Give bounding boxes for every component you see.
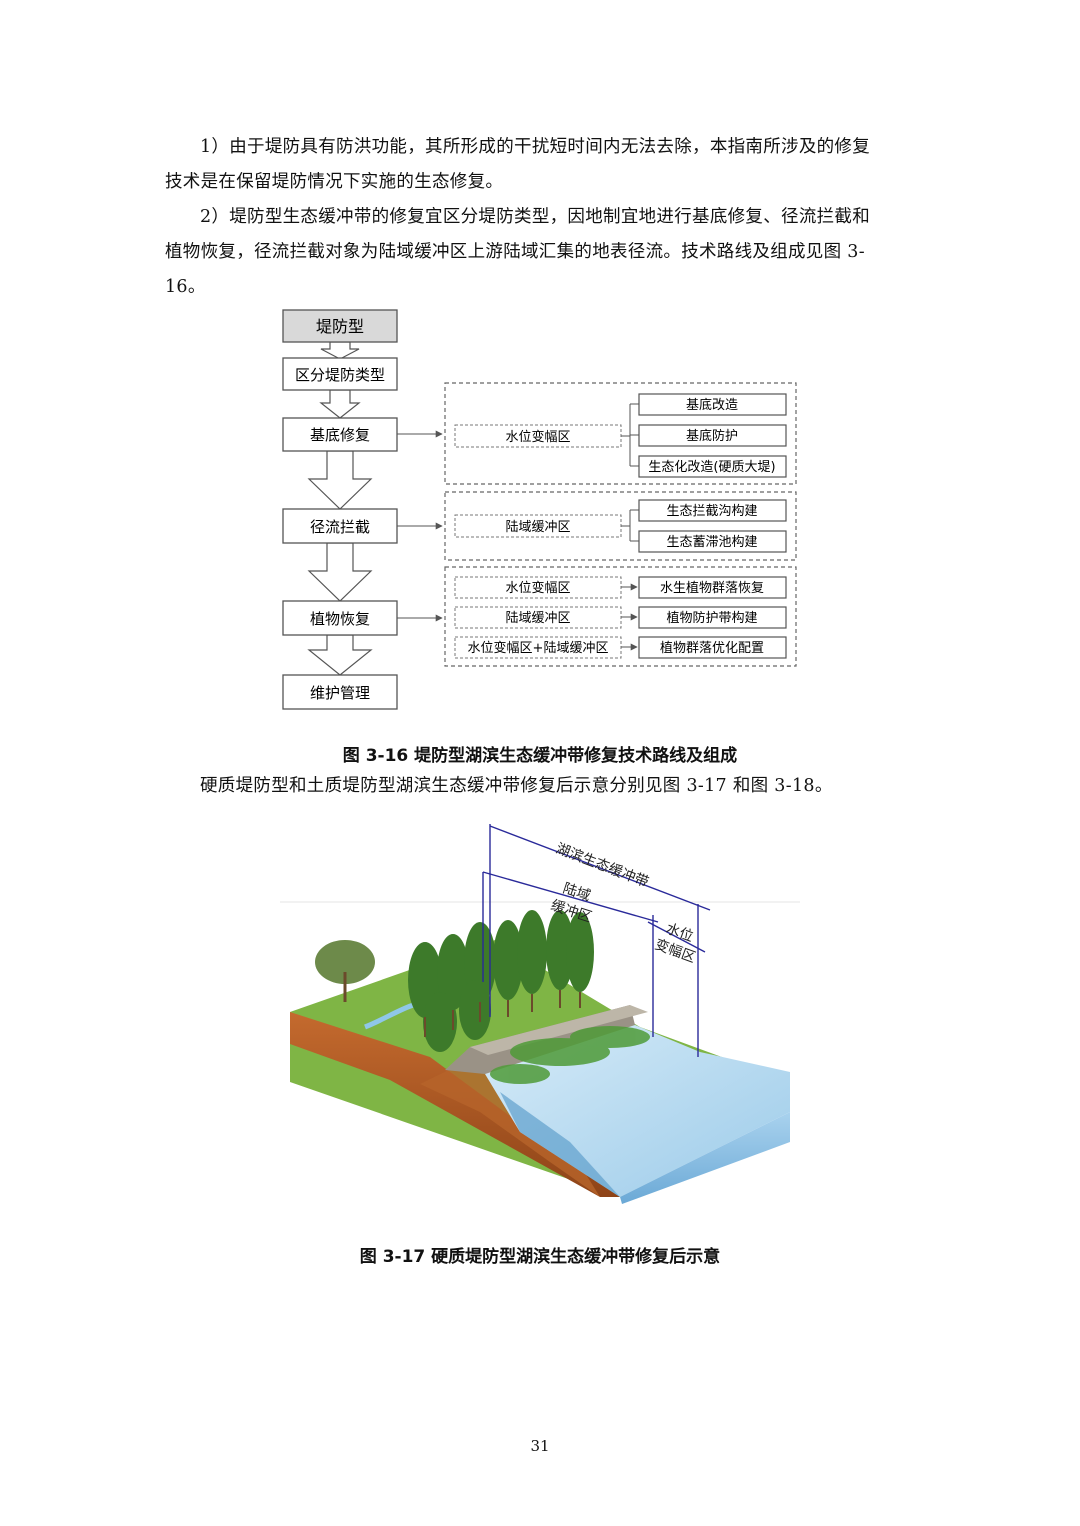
step-box	[282, 674, 398, 710]
item-box	[638, 606, 787, 629]
dimension-line	[482, 871, 659, 923]
paragraph-line: 1）由于堤防具有防洪功能，其所形成的干扰短时间内无法去除，本指南所涉及的修复	[200, 137, 871, 157]
figure-caption: 图 3-16 堤防型湖滨生态缓冲带修复技术路线及组成	[342, 746, 738, 766]
step-box	[282, 417, 398, 452]
flow-arrow-down	[319, 389, 361, 419]
paragraph-2: 2）堤防型生态缓冲带的修复宜区分堤防类型，因地制宜地进行基底修复、径流拦截和 植…	[165, 200, 917, 305]
item-box	[638, 499, 787, 522]
soil-front	[420, 1062, 600, 1197]
group-box-substrate	[444, 382, 797, 485]
step-box	[282, 357, 398, 391]
item-label: 基底改造	[686, 397, 738, 413]
paragraph-line: 技术是在保留堤防情况下实施的生态修复。	[165, 172, 504, 192]
step-label: 径流拦截	[310, 518, 370, 536]
step-label: 植物恢复	[310, 610, 370, 628]
item-label: 生态化改造(硬质大堤)	[648, 460, 775, 475]
item-box	[638, 393, 787, 416]
item-label: 水生植物群落恢复	[660, 581, 764, 596]
zone-label: 水位变幅区+陆域缓冲区	[468, 640, 609, 656]
paragraph-line: 2）堤防型生态缓冲带的修复宜区分堤防类型，因地制宜地进行基底修复、径流拦截和	[200, 207, 871, 227]
aquatic-plant	[490, 1064, 550, 1084]
embankment-top	[470, 1005, 648, 1055]
zone-label: 陆域缓冲区	[505, 610, 570, 626]
trees	[315, 910, 594, 1052]
item-label: 生态蓄滞池构建	[666, 535, 757, 550]
step-label: 基底修复	[310, 426, 370, 444]
paragraph-3: 硬质堤防型和土质堤防型湖滨生态缓冲带修复后示意分别见图 3-17 和图 3-18…	[200, 776, 833, 796]
aquatic-plant	[570, 1026, 650, 1048]
dimension-line	[647, 921, 706, 953]
flow-arrow-down	[320, 341, 360, 360]
item-box	[638, 636, 787, 659]
page-number: 31	[530, 1437, 550, 1455]
zone-label: 陆域缓冲区	[505, 519, 570, 535]
zone-label: 水位变幅区	[505, 580, 570, 596]
step-box-top	[282, 309, 398, 343]
item-box	[638, 530, 787, 553]
item-label: 植物防护带构建	[666, 610, 757, 626]
paragraph-line: 植物恢复，径流拦截对象为陆域缓冲区上游陆域汇集的地表径流。技术路线及组成见图 3…	[165, 242, 865, 262]
item-box	[638, 576, 787, 599]
paragraph-1: 1）由于堤防具有防洪功能，其所形成的干扰短时间内无法去除，本指南所涉及的修复 技…	[165, 130, 917, 200]
step-label: 维护管理	[310, 684, 370, 702]
water-front	[620, 1112, 790, 1204]
item-box	[638, 455, 787, 478]
flow-arrow-down	[307, 542, 373, 602]
item-label: 植物群落优化配置	[660, 641, 764, 656]
item-box	[638, 424, 787, 447]
flow-arrow-down	[307, 634, 373, 676]
zone-label: 水位变幅区	[505, 429, 570, 445]
step-box	[282, 600, 398, 636]
item-label: 生态拦截沟构建	[666, 504, 757, 519]
group-box-runoff	[444, 491, 797, 561]
step-label: 堤防型	[316, 317, 364, 336]
figure-caption: 图 3-17 硬质堤防型湖滨生态缓冲带修复后示意	[359, 1247, 721, 1267]
buffer-zone-illustration: 湖滨生态缓冲带 陆域 缓冲区 水位 变幅区	[270, 812, 810, 1212]
water-side	[500, 1092, 620, 1197]
flow-arrow-down	[307, 450, 373, 510]
paragraph-line: 16。	[165, 277, 206, 297]
group-box-vegetation	[444, 566, 797, 667]
flowchart-figure: 堤防型 区分堤防类型 基底修复 径流拦截 植物恢复 维护管理 水位变幅区	[270, 305, 810, 717]
dimension-line	[489, 825, 711, 911]
step-label: 区分堤防类型	[295, 366, 385, 384]
item-label: 基底防护	[686, 428, 738, 444]
